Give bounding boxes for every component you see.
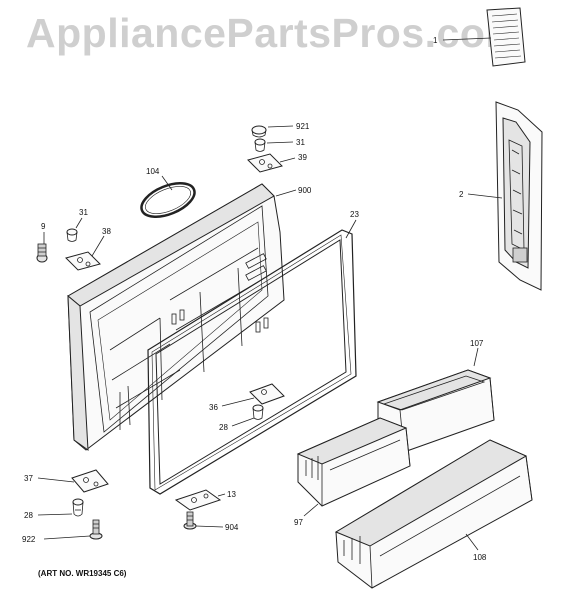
watermark-text: AppliancePartsPros.com xyxy=(26,10,523,56)
callout-13: 13 xyxy=(227,490,236,499)
leader-922 xyxy=(43,535,91,540)
callout-36: 36 xyxy=(209,403,218,412)
part-28-hinge-bushing-lower xyxy=(72,498,84,517)
callout-28-lower: 28 xyxy=(24,511,33,520)
part-28-hinge-bushing-center xyxy=(252,404,264,420)
callout-38: 38 xyxy=(102,227,111,236)
leader-2 xyxy=(467,193,503,199)
part-104-ring xyxy=(140,182,196,218)
callout-1: 1 xyxy=(433,36,438,45)
leader-37 xyxy=(37,477,75,483)
leader-38 xyxy=(91,235,105,257)
leader-921 xyxy=(267,125,294,128)
part-2-door-handle xyxy=(495,101,543,291)
part-1-label-card xyxy=(486,7,526,67)
part-23-door-gasket xyxy=(147,229,357,495)
art-number: (ART NO. WR19345 C6) xyxy=(38,569,127,578)
callout-922: 922 xyxy=(22,535,36,544)
leader-900 xyxy=(275,189,297,197)
callout-900: 900 xyxy=(298,186,312,195)
part-921-hinge-cap xyxy=(251,125,267,138)
part-904-screw xyxy=(183,511,197,530)
leader-97 xyxy=(303,503,319,517)
leader-36 xyxy=(221,397,255,407)
part-38-hinge-plate-left xyxy=(65,251,101,271)
callout-23: 23 xyxy=(350,210,359,219)
part-922-screw xyxy=(89,519,103,540)
callout-31-lower: 31 xyxy=(79,208,88,217)
callout-108: 108 xyxy=(473,553,487,562)
callout-28-center: 28 xyxy=(219,423,228,432)
callout-107: 107 xyxy=(470,339,484,348)
leader-107 xyxy=(473,347,479,367)
part-97-door-bin xyxy=(296,417,411,507)
callout-97: 97 xyxy=(294,518,303,527)
leader-108 xyxy=(465,533,479,551)
leader-31-upper xyxy=(266,141,294,144)
part-13-hinge-lower xyxy=(174,489,222,511)
leader-31-lower xyxy=(75,217,83,229)
part-39-hinge-plate-upper xyxy=(247,153,283,173)
leader-1 xyxy=(442,37,492,41)
callout-31-upper: 31 xyxy=(296,138,305,147)
leader-104 xyxy=(161,175,173,191)
leader-904 xyxy=(195,525,224,528)
callout-39: 39 xyxy=(298,153,307,162)
callout-904: 904 xyxy=(225,523,239,532)
callout-9: 9 xyxy=(41,222,46,231)
leader-23 xyxy=(345,219,357,239)
part-108-door-bin xyxy=(334,439,533,589)
part-37-bracket-lower xyxy=(71,469,109,493)
leader-39 xyxy=(279,157,296,163)
part-107-door-bin xyxy=(376,369,495,453)
callout-921: 921 xyxy=(296,122,310,131)
part-31-hinge-pin-upper xyxy=(254,138,266,152)
leader-13 xyxy=(217,493,226,497)
part-9-screw xyxy=(36,243,48,263)
callout-37: 37 xyxy=(24,474,33,483)
part-900-door-assembly xyxy=(67,183,285,452)
part-36-bracket xyxy=(249,383,285,405)
callout-2: 2 xyxy=(459,190,464,199)
part-31-hinge-pin-lower xyxy=(66,228,78,242)
leader-28-lower xyxy=(37,513,73,516)
leader-28-center xyxy=(231,417,255,427)
callout-104: 104 xyxy=(146,167,160,176)
